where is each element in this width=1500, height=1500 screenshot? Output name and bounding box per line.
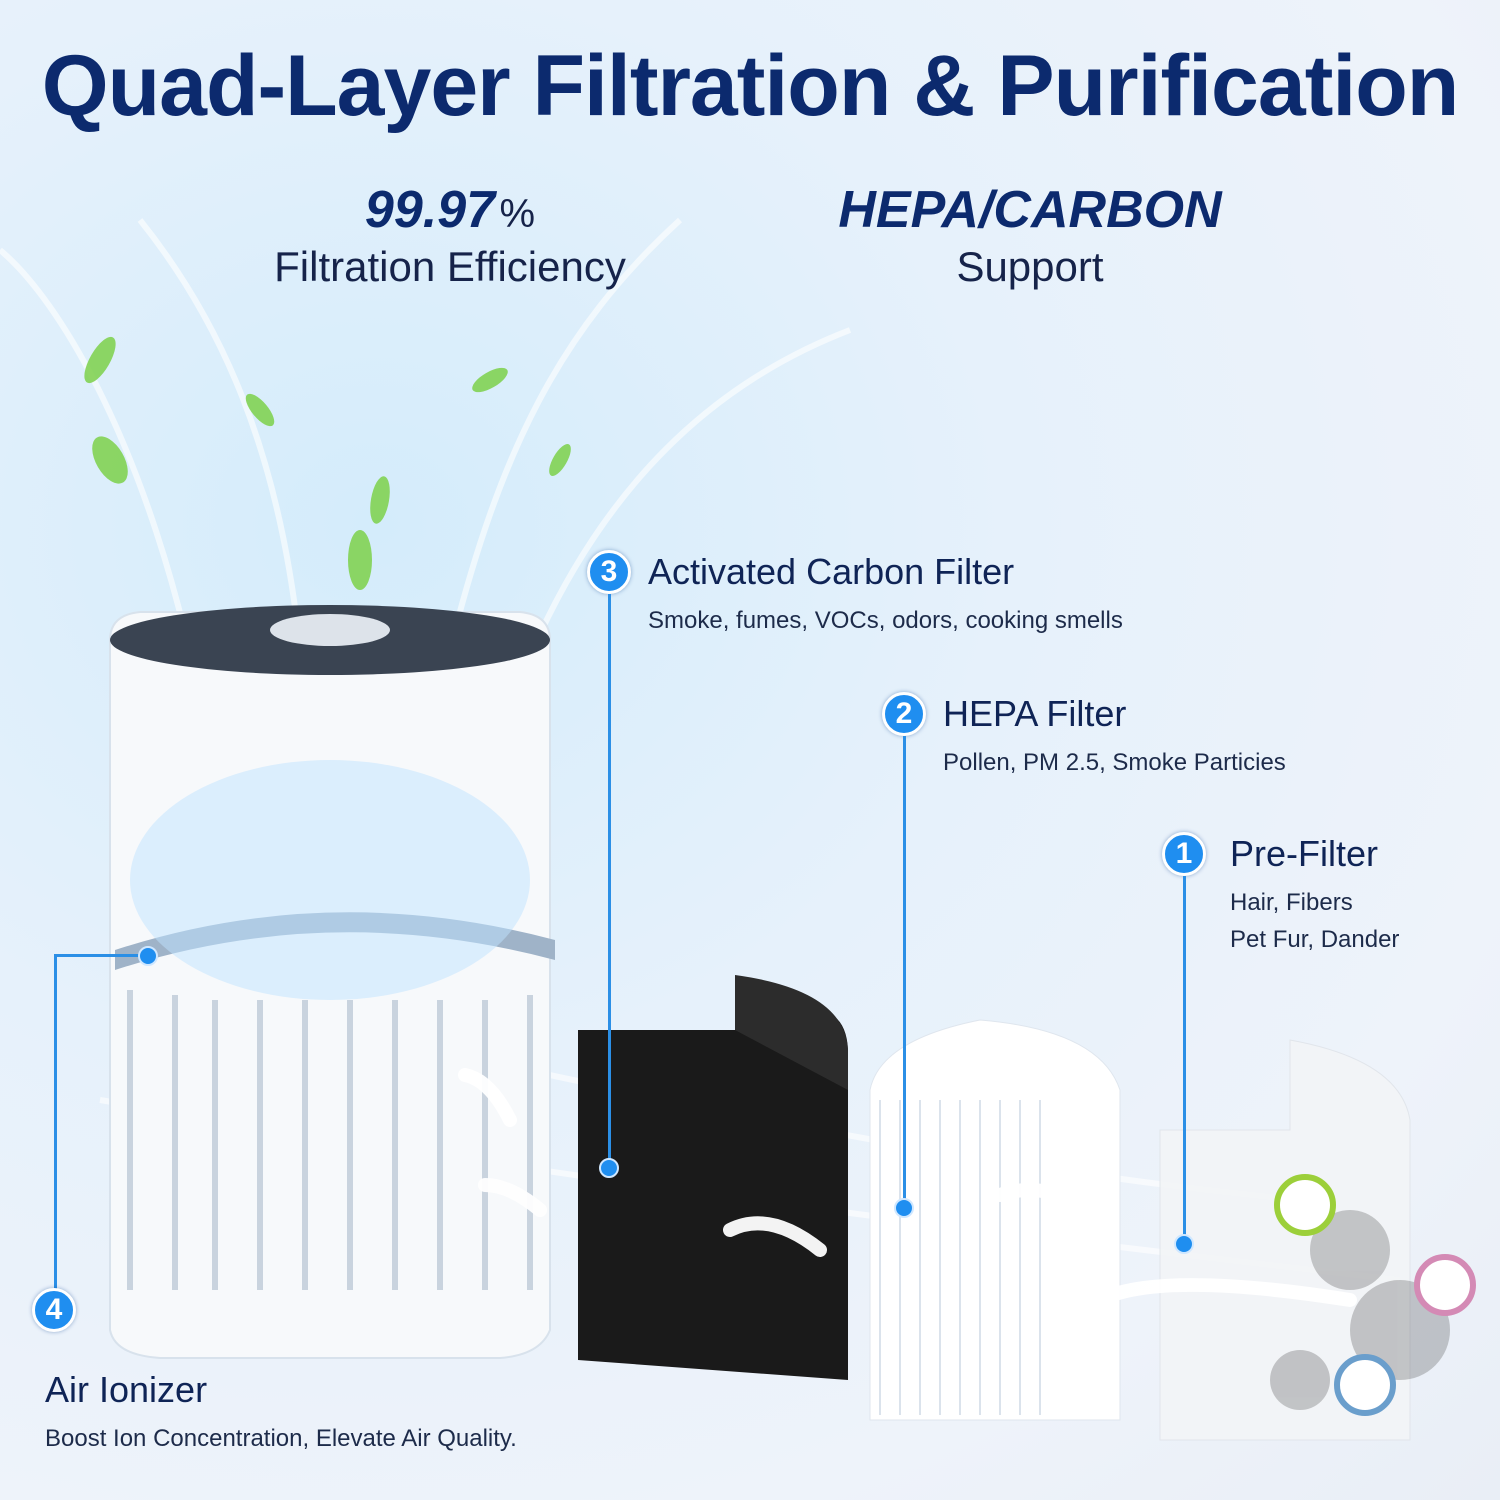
airflow-arrows xyxy=(458,1068,1357,1307)
hepa-filter xyxy=(869,1019,1121,1421)
layer-4-connector xyxy=(54,954,57,1290)
page-title: Quad-Layer Filtration & Purification xyxy=(41,38,1460,134)
efficiency-stat: 99.97 % Filtration Efficiency xyxy=(200,180,700,294)
pollutant-icon xyxy=(1414,1254,1476,1316)
efficiency-value: 99.97 xyxy=(364,181,496,239)
layer-4-description: Boost Ion Concentration, Elevate Air Qua… xyxy=(45,1425,517,1452)
carbon-filter xyxy=(578,1009,848,1380)
layer-3-marker xyxy=(599,1158,619,1178)
layer-3-badge: 3 xyxy=(587,550,631,594)
layer-4-title: Air Ionizer xyxy=(45,1369,208,1410)
layer-2-badge: 2 xyxy=(882,692,926,736)
layer-2-description: Pollen, PM 2.5, Smoke Particies xyxy=(943,749,1286,776)
layer-4-connector-horizontal xyxy=(54,954,146,957)
layer-3-connector xyxy=(608,594,611,1170)
layer-2-marker xyxy=(894,1198,914,1218)
page-title-wrapper: Quad-Layer Filtration & Purification xyxy=(0,36,1500,136)
layer-2-connector xyxy=(903,736,906,1210)
efficiency-label: Filtration Efficiency xyxy=(274,243,626,290)
layer-1-description-line: Pet Fur, Dander xyxy=(1230,926,1400,953)
dust-particles xyxy=(1270,1210,1450,1410)
filter-support-stat: HEPA/CARBON Support xyxy=(780,180,1280,294)
layer-4-marker xyxy=(138,946,158,966)
layer-1-marker xyxy=(1174,1234,1194,1254)
layer-4-badge: 4 xyxy=(32,1288,76,1332)
pollutant-icon xyxy=(1334,1354,1396,1416)
layer-1-badge: 1 xyxy=(1162,832,1206,876)
layer-1-description-line: Hair, Fibers xyxy=(1230,889,1353,916)
filter-support-label: Support xyxy=(956,243,1104,290)
purifier-device xyxy=(109,605,555,1359)
layer-1-connector xyxy=(1183,876,1186,1246)
layer-3-title: Activated Carbon Filter xyxy=(648,551,1015,592)
filter-support-value: HEPA/CARBON xyxy=(838,181,1222,239)
layer-2-title: HEPA Filter xyxy=(943,693,1127,734)
leaves-decoration xyxy=(84,336,571,590)
pollutant-icon xyxy=(1274,1174,1336,1236)
layer-1-description: Hair, Fibers Pet Fur, Dander xyxy=(1230,884,1399,958)
pre-filter xyxy=(1159,1039,1411,1441)
efficiency-unit: % xyxy=(499,192,536,236)
layer-3-description: Smoke, fumes, VOCs, odors, cooking smell… xyxy=(648,607,1123,634)
layer-1-title: Pre-Filter xyxy=(1230,833,1379,874)
